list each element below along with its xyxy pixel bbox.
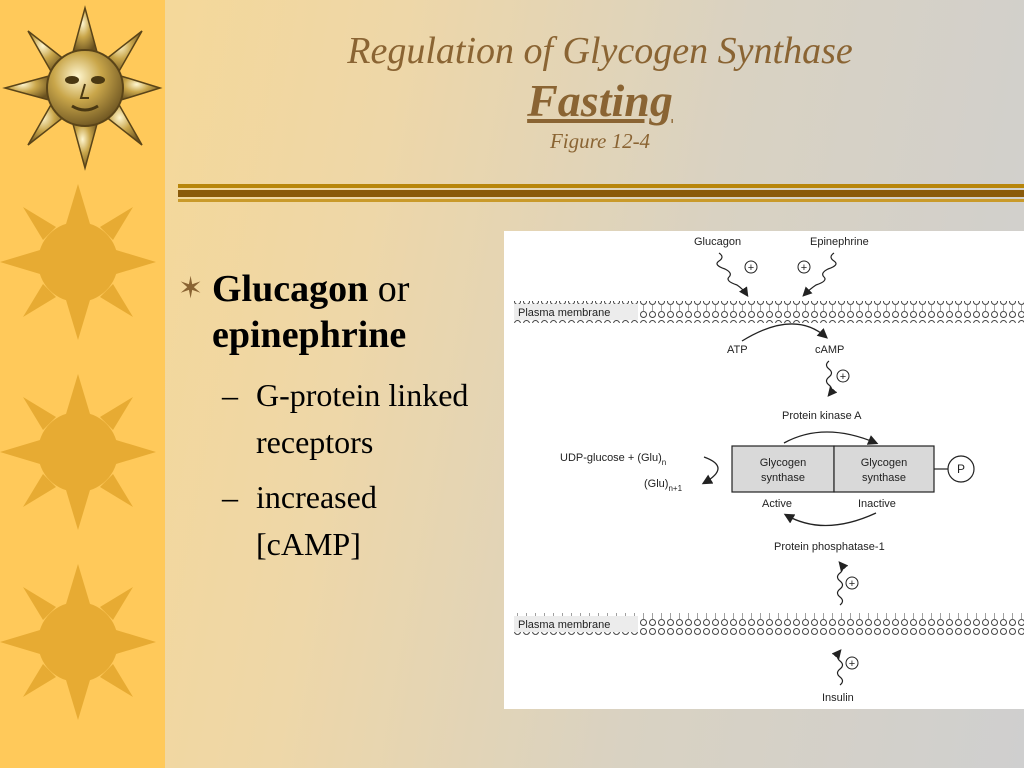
label-inactive: Inactive xyxy=(858,498,896,510)
label-protein-kinase-a: Protein kinase A xyxy=(782,410,862,422)
plus-badge-icon: + xyxy=(836,369,850,383)
sun-decoration-icon xyxy=(0,374,156,530)
label-protein-phosphatase-1: Protein phosphatase-1 xyxy=(774,541,885,553)
bullet-epinephrine: epinephrine xyxy=(212,314,407,356)
phosphate-badge-icon: P xyxy=(947,455,975,483)
label-epinephrine: Epinephrine xyxy=(810,236,869,248)
label-glucagon: Glucagon xyxy=(694,236,741,248)
svg-text:Glycogen: Glycogen xyxy=(760,457,806,469)
slide-subtitle: Fasting xyxy=(527,75,673,126)
sub-bullet-2: – increased [cAMP] xyxy=(222,479,377,562)
bullet-glucagon: Glucagon xyxy=(212,268,369,310)
plasma-membrane-top: Plasma membrane xyxy=(512,301,1024,323)
sun-decoration-icon xyxy=(0,184,156,340)
label-plasma-membrane-bottom: Plasma membrane xyxy=(518,619,610,631)
label-camp: cAMP xyxy=(815,344,844,356)
slide-title: Regulation of Glycogen Synthase xyxy=(347,30,853,72)
sun-decoration-icon xyxy=(0,564,156,720)
label-insulin: Insulin xyxy=(822,692,854,704)
arrow-udp-to-glycogen xyxy=(701,456,719,485)
label-plasma-membrane-top: Plasma membrane xyxy=(518,307,610,319)
star-bullet-icon: ✶ xyxy=(178,272,204,305)
svg-text:+: + xyxy=(849,578,855,590)
sub-bullet-1: – G-protein linked receptors xyxy=(222,377,469,460)
box-glycogen-synthase-inactive: Glycogen synthase xyxy=(833,445,935,493)
label-atp: ATP xyxy=(727,344,748,356)
plus-badge-icon: + xyxy=(797,260,811,274)
bullet-or: or xyxy=(377,268,410,310)
svg-text:+: + xyxy=(849,658,855,670)
svg-text:P: P xyxy=(957,462,965,476)
title-block: Regulation of Glycogen Synthase Fasting … xyxy=(240,28,960,154)
title-divider xyxy=(178,184,1024,202)
svg-text:synthase: synthase xyxy=(862,472,906,484)
svg-text:+: + xyxy=(801,262,807,274)
squiggle-arrow-insulin xyxy=(831,649,844,686)
sub-bullet-1-text: G-protein linked receptors xyxy=(256,377,469,460)
svg-text:synthase: synthase xyxy=(761,472,805,484)
figure-reference: Figure 12-4 xyxy=(549,129,651,153)
squiggle-arrow-pp1 xyxy=(836,561,849,606)
arrow-atp-to-camp xyxy=(741,323,828,342)
bullet-main: ✶ Glucagon or epinephrine xyxy=(178,266,478,358)
squiggle-arrow-camp xyxy=(825,360,838,397)
bullet-list: ✶ Glucagon or epinephrine – G-protein li… xyxy=(178,266,478,568)
squiggle-arrow-glucagon xyxy=(716,252,749,297)
box-glycogen-synthase-active: Glycogen synthase xyxy=(731,445,835,493)
label-glu-n1: (Glu)n+1 xyxy=(644,478,683,493)
left-decor-strip xyxy=(0,0,165,768)
plus-badge-icon: + xyxy=(845,656,859,670)
sub-bullet-2-text: increased [cAMP] xyxy=(256,479,377,562)
svg-text:Glycogen: Glycogen xyxy=(861,457,907,469)
metal-sun-face-icon xyxy=(2,5,163,171)
arrow-inactive-to-active xyxy=(783,512,877,527)
glycogen-synthase-figure: Glucagon Epinephrine + + Plasma membrane… xyxy=(504,231,1024,709)
plasma-membrane-bottom: Plasma membrane xyxy=(512,613,1024,635)
squiggle-arrow-epinephrine xyxy=(802,252,837,297)
label-active: Active xyxy=(762,498,792,510)
arrow-pka-active-to-inactive xyxy=(783,431,879,445)
plus-badge-icon: + xyxy=(744,260,758,274)
svg-text:+: + xyxy=(840,371,846,383)
svg-text:+: + xyxy=(748,262,754,274)
label-udp-glucose: UDP-glucose + (Glu)n xyxy=(560,452,666,467)
plus-badge-icon: + xyxy=(845,576,859,590)
